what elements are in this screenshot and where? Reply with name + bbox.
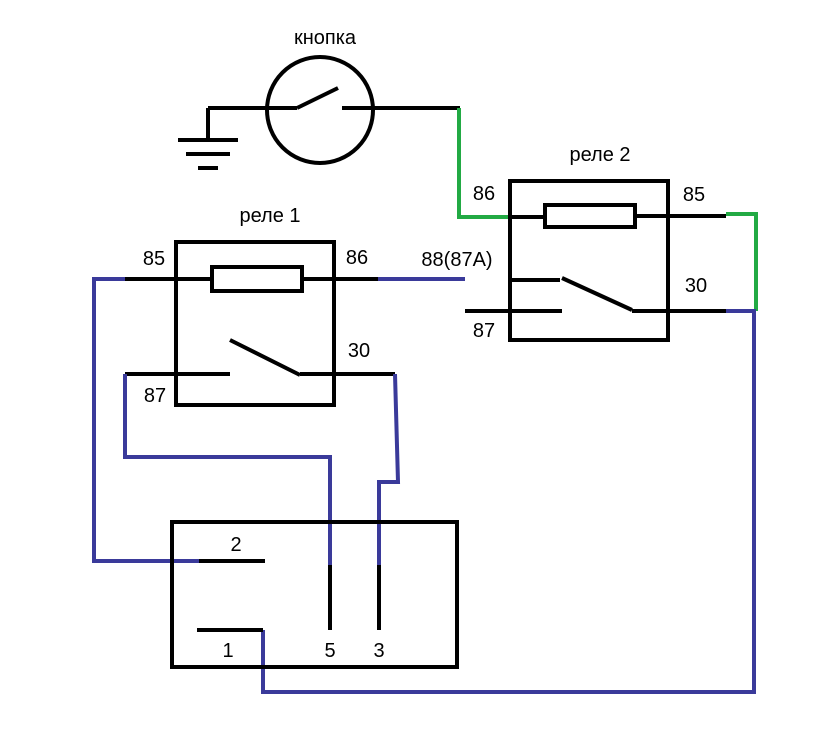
relay-2-label: реле 2 — [569, 144, 630, 166]
relay-2-pin-88: 88(87A) — [421, 249, 492, 271]
ground-symbol — [178, 108, 238, 170]
connector-pin-2: 2 — [230, 534, 241, 556]
relay-2-pin-87: 87 — [473, 320, 495, 342]
relay-1-pin-86: 86 — [346, 247, 368, 269]
connector-pin-1: 1 — [222, 640, 233, 662]
button-label: кнопка — [294, 27, 357, 49]
relay-2-pin-85: 85 — [683, 184, 705, 206]
relay-2-pin-86: 86 — [473, 183, 495, 205]
relay-2 — [465, 179, 726, 342]
connector-pin-3: 3 — [373, 640, 384, 662]
button-switch — [208, 55, 460, 165]
relay-1 — [125, 240, 395, 407]
green-wires — [457, 108, 758, 311]
relay-1-pin-87: 87 — [144, 385, 166, 407]
connector-pin-5: 5 — [324, 640, 335, 662]
relay-1-pin-85: 85 — [143, 248, 165, 270]
connector-block — [170, 520, 459, 669]
relay-2-pin-30: 30 — [685, 275, 707, 297]
relay-1-label: реле 1 — [239, 205, 300, 227]
relay-1-pin-30: 30 — [348, 340, 370, 362]
